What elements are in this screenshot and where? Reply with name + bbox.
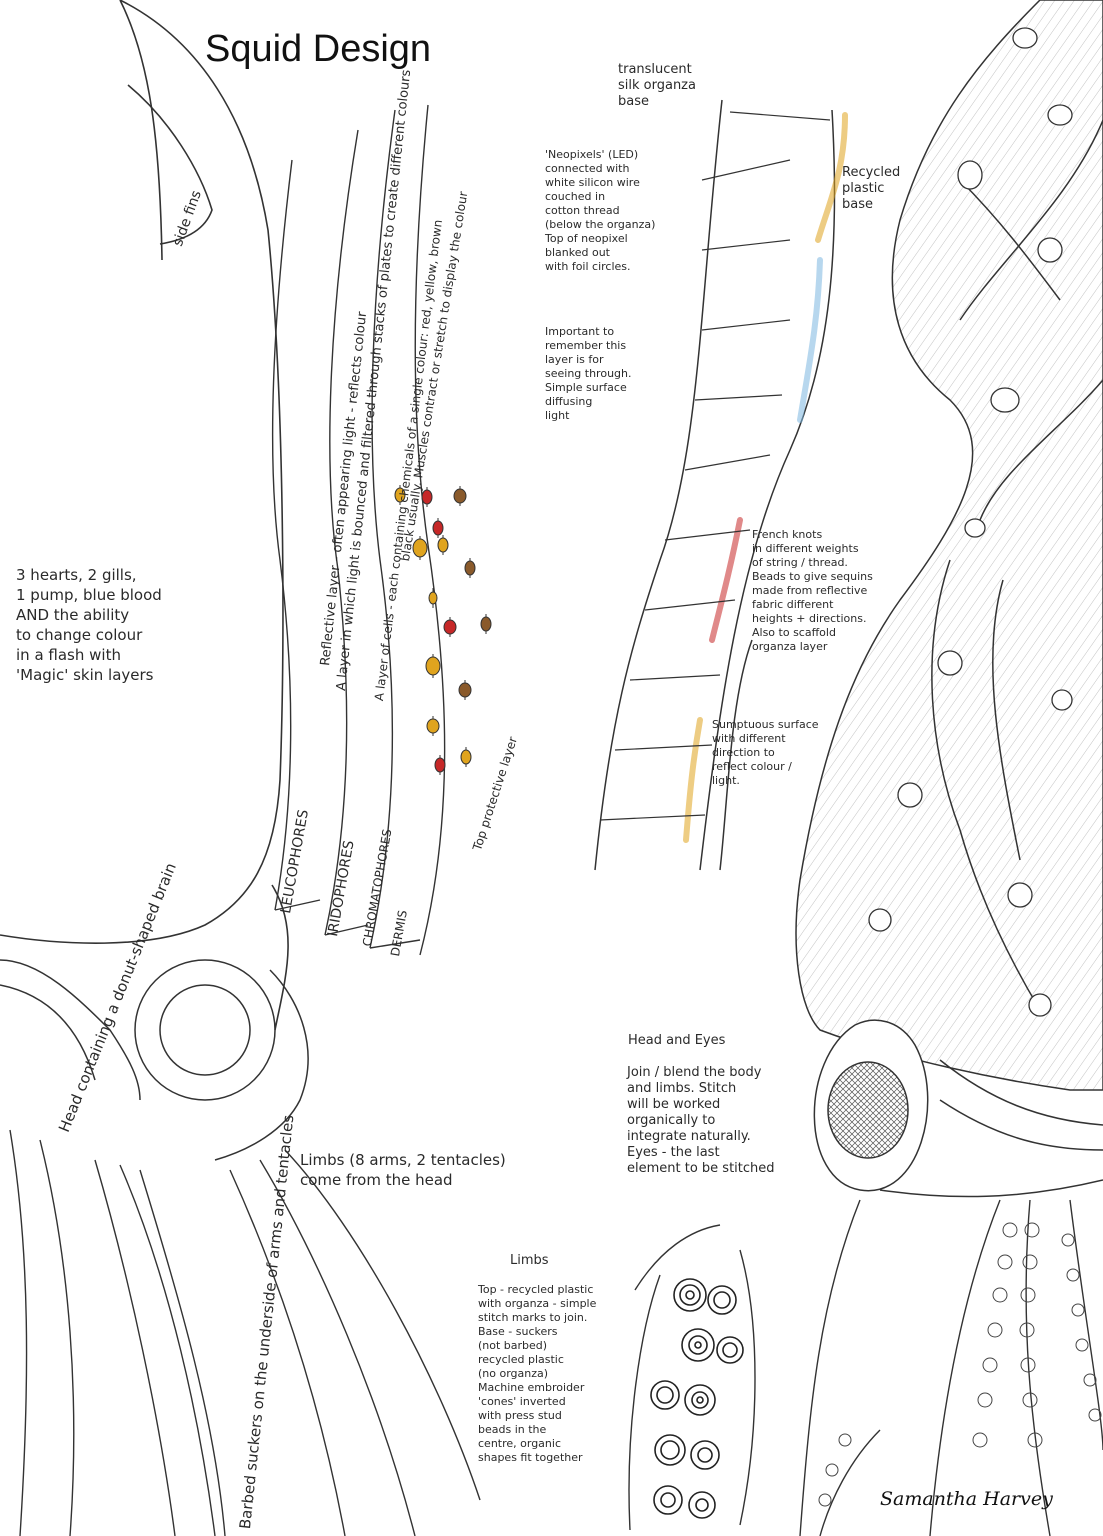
limbs-swatch: [628, 1224, 756, 1531]
large-squid-arms: [799, 1199, 1103, 1536]
chromatophore-dots: [394, 485, 492, 775]
neopixels-note: 'Neopixels' (LED) connected with white s…: [545, 148, 656, 273]
translucent-note: translucent silk organza base: [618, 62, 696, 109]
artist-signature: Samantha Harvey: [880, 1488, 1053, 1510]
head-eyes-note: Join / blend the body and limbs. Stitch …: [627, 1065, 775, 1176]
limbs-swirls: [650, 1278, 744, 1519]
squid-head: [0, 959, 309, 1161]
recycled-base-note: Recycled plastic base: [842, 165, 901, 212]
important-note: Important to remember this layer is for …: [545, 325, 632, 422]
fabric-strip: [594, 99, 836, 871]
head-eyes-title: Head and Eyes: [628, 1033, 726, 1048]
hearts-note: 3 hearts, 2 gills, 1 pump, blue blood AN…: [16, 566, 162, 684]
limbs-note: Top - recycled plastic with organza - si…: [478, 1283, 597, 1464]
large-squid-eye: [813, 1019, 1103, 1198]
limbs-from-head-note: Limbs (8 arms, 2 tentacles) come from th…: [300, 1151, 506, 1189]
page-title: Squid Design: [205, 28, 432, 70]
squid-arms: [9, 1129, 481, 1536]
large-squid-body: [795, 0, 1103, 1091]
large-squid-suckers: [818, 1222, 1102, 1507]
skin-layer-curves: [271, 104, 446, 956]
limbs-title: Limbs: [510, 1253, 549, 1268]
neopixel-pins: [599, 111, 831, 821]
sumptuous-note: Sumptuous surface with different directi…: [712, 718, 819, 787]
fabric-strip-color: [683, 112, 848, 843]
large-squid-cells: [868, 27, 1073, 1017]
french-knots-note: French knots in different weights of str…: [752, 528, 873, 653]
squid-mantle: [0, 0, 289, 1031]
